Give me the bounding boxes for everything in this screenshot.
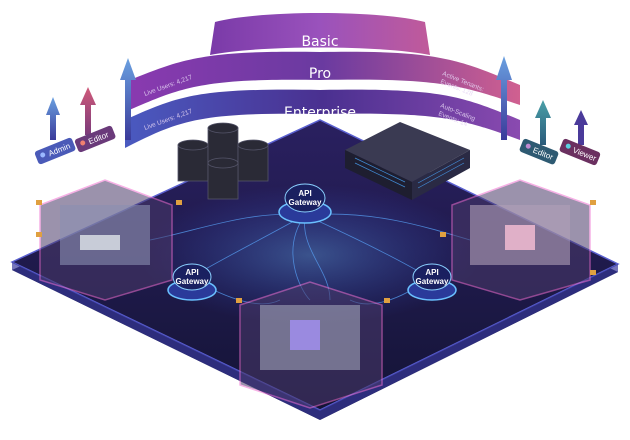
role-badge-editor-left[interactable]: Editor (74, 125, 116, 153)
api-gateway-left[interactable]: API Gateway (167, 263, 217, 301)
scale-up-arrows (46, 56, 588, 145)
tier-label-pro: Pro (309, 66, 331, 82)
user-icon (525, 143, 531, 149)
role-badge-admin[interactable]: Admin (34, 137, 76, 165)
role-badge-editor-right[interactable]: Editor (519, 138, 559, 165)
tier-band-basic: Basic (210, 13, 430, 55)
user-icon (40, 152, 46, 158)
user-icon (565, 143, 571, 149)
gateway-label-line1: API (185, 268, 198, 277)
gateway-label-line2: Gateway (416, 277, 449, 286)
tenant-cube-bottom (239, 281, 383, 409)
tier-label-enterprise: Enterprise (284, 105, 356, 121)
gateway-label-line1: API (425, 268, 438, 277)
tenant-cube-left (39, 179, 173, 301)
user-icon (80, 140, 86, 146)
tier-label-basic: Basic (301, 34, 338, 50)
api-gateway-center[interactable]: API Gateway (278, 183, 332, 224)
database-cluster (177, 122, 269, 200)
gateway-label-line2: Gateway (176, 277, 209, 286)
server-racks (345, 122, 470, 200)
gateway-label-line2: Gateway (289, 198, 322, 207)
gateway-label-line1: API (298, 189, 311, 198)
api-gateway-right[interactable]: API Gateway (407, 263, 457, 301)
tenant-cube-right (451, 179, 591, 301)
